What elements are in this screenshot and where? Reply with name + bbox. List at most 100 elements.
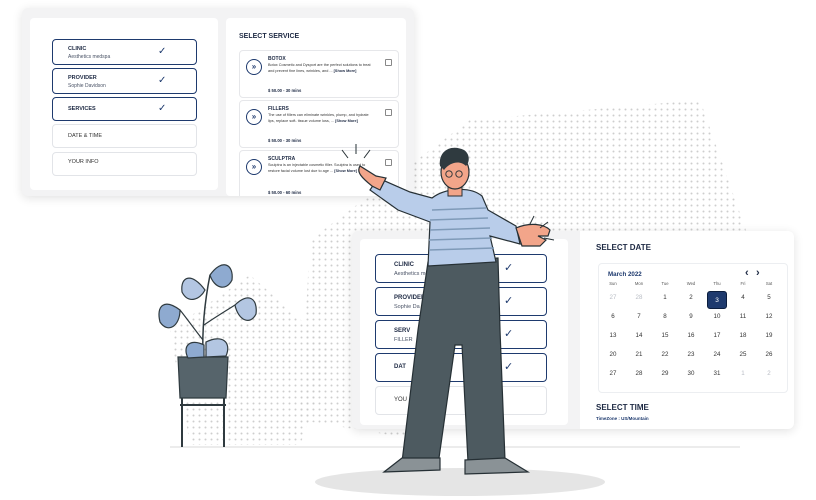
step-title: PROVIDER (68, 75, 97, 81)
calendar-day[interactable]: 4 (741, 294, 745, 301)
calendar-day[interactable]: 14 (635, 332, 643, 339)
service-price: $ 50.00 - 30 mins (268, 138, 302, 143)
calendar-day[interactable]: 5 (767, 294, 771, 301)
calendar-day[interactable]: 20 (609, 351, 617, 358)
calendar-day[interactable]: 13 (609, 332, 617, 339)
step-clinic[interactable]: CLINIC Aesthetics medspa ✓ (52, 39, 197, 65)
service-checkbox[interactable] (385, 59, 392, 66)
step-title: PROVIDER (394, 295, 426, 301)
calendar-day[interactable]: 30 (687, 370, 695, 377)
select-date-heading: SELECT DATE (596, 243, 651, 252)
show-more-link[interactable]: [Show More] (334, 168, 358, 173)
weekday-label: Tue (661, 281, 669, 286)
weekday-label: Sun (609, 281, 617, 286)
service-checkbox[interactable] (385, 159, 392, 166)
calendar-day[interactable]: 2 (767, 370, 771, 377)
calendar-day[interactable]: 9 (689, 313, 693, 320)
calendar-day[interactable]: 8 (663, 313, 667, 320)
step-provider[interactable]: PROVIDER Sophie Da ✓ (375, 287, 547, 316)
calendar-day[interactable]: 17 (713, 332, 721, 339)
calendar-day[interactable]: 25 (739, 351, 747, 358)
step-your-info[interactable]: YOUR INFO (52, 152, 197, 176)
weekday-label: Mon (634, 281, 644, 286)
calendar-day[interactable]: 28 (635, 294, 643, 301)
calendar-day[interactable]: 19 (765, 332, 773, 339)
calendar-day-selected[interactable]: 3 (707, 291, 727, 309)
weekday-label: Wed (686, 281, 696, 286)
step-title: DAT (394, 364, 406, 370)
step-provider[interactable]: PROVIDER Sophie Davidson ✓ (52, 68, 197, 94)
service-booking-card: CLINIC Aesthetics medspa ✓ PROVIDER Soph… (22, 8, 414, 196)
calendar-day[interactable]: 21 (635, 351, 643, 358)
step-subtitle: Sophie Davidson (68, 83, 106, 89)
check-icon: ✓ (158, 103, 167, 114)
service-checkbox[interactable] (385, 109, 392, 116)
calendar-day[interactable]: 10 (713, 313, 721, 320)
next-month-button[interactable]: › (756, 267, 760, 279)
step-clinic[interactable]: CLINIC Aesthetics me ✓ (375, 254, 547, 283)
check-icon: ✓ (504, 262, 514, 274)
chevron-right-icon: » (246, 109, 262, 125)
calendar-day[interactable]: 27 (609, 370, 617, 377)
weekday-label: Thu (713, 281, 721, 286)
calendar-day[interactable]: 1 (663, 294, 667, 301)
check-icon: ✓ (504, 361, 514, 373)
show-more-link[interactable]: [Show More] (335, 118, 358, 123)
calendar-day[interactable]: 29 (661, 370, 669, 377)
calendar-day[interactable]: 7 (637, 313, 641, 320)
step-title: DATE & TIME (68, 133, 103, 139)
calendar-day[interactable]: 1 (741, 370, 745, 377)
step-services[interactable]: SERV FILLER ✓ (375, 320, 547, 349)
service-price: $ 50.00 - 60 mins (268, 190, 302, 195)
service-description: The use of fillers can eliminate wrinkle… (268, 113, 369, 123)
calendar-day[interactable]: 27 (609, 294, 617, 301)
prev-month-button[interactable]: ‹ (745, 267, 749, 279)
show-more-link[interactable]: [Show More] (333, 68, 357, 73)
select-service-panel: SELECT SERVICE » BOTOX Botox Cosmetic an… (226, 18, 406, 196)
step-subtitle: Aesthetics medspa (68, 54, 111, 60)
service-name: FILLERS (268, 106, 289, 112)
service-item-sculptra[interactable]: » SCULPTRA Sculptra is an injectable cos… (239, 150, 399, 196)
step-your-info[interactable]: YOU (375, 386, 547, 415)
service-name: SCULPTRA (268, 156, 296, 162)
calendar-day[interactable]: 28 (635, 370, 643, 377)
chevron-right-icon: » (246, 159, 262, 175)
calendar-day[interactable]: 15 (661, 332, 669, 339)
select-time-heading: SELECT TIME (596, 403, 649, 412)
step-title: CLINIC (394, 262, 414, 268)
step-subtitle: Sophie Da (394, 304, 420, 310)
step-date-time[interactable]: DAT ✓ (375, 353, 547, 382)
check-icon: ✓ (158, 46, 167, 57)
service-price: $ 50.00 - 30 mins (268, 88, 302, 93)
calendar-day[interactable]: 31 (713, 370, 721, 377)
chevron-right-icon: » (246, 59, 262, 75)
calendar-day[interactable]: 18 (739, 332, 747, 339)
service-item-fillers[interactable]: » FILLERS The use of fillers can elimina… (239, 100, 399, 148)
timezone-label: TimeZone : US/Mountain (596, 416, 649, 421)
calendar-day[interactable]: 6 (611, 313, 615, 320)
calendar-month: March 2022 (608, 271, 642, 278)
step-title: SERVICES (68, 106, 96, 112)
service-description: Sculptra is an injectable cosmetic fille… (268, 163, 366, 173)
calendar-day[interactable]: 24 (713, 351, 721, 358)
step-services[interactable]: SERVICES ✓ (52, 97, 197, 121)
calendar-day[interactable]: 22 (661, 351, 669, 358)
service-description: Botox Cosmetic and Dysport are the perfe… (268, 63, 371, 73)
date-booking-card: CLINIC Aesthetics me ✓ PROVIDER Sophie D… (352, 231, 794, 429)
select-service-heading: SELECT SERVICE (239, 33, 300, 40)
calendar-day[interactable]: 26 (765, 351, 773, 358)
calendar-day[interactable]: 11 (739, 313, 747, 320)
calendar-day[interactable]: 16 (687, 332, 695, 339)
step-subtitle: FILLER (394, 337, 413, 343)
calendar-day[interactable]: 23 (687, 351, 695, 358)
calendar-day[interactable]: 2 (689, 294, 693, 301)
calendar-day[interactable]: 12 (765, 313, 773, 320)
step-date-time[interactable]: DATE & TIME (52, 124, 197, 148)
step-title: YOUR INFO (68, 159, 99, 165)
service-item-botox[interactable]: » BOTOX Botox Cosmetic and Dysport are t… (239, 50, 399, 98)
step-title: CLINIC (68, 46, 87, 52)
check-icon: ✓ (158, 75, 167, 86)
